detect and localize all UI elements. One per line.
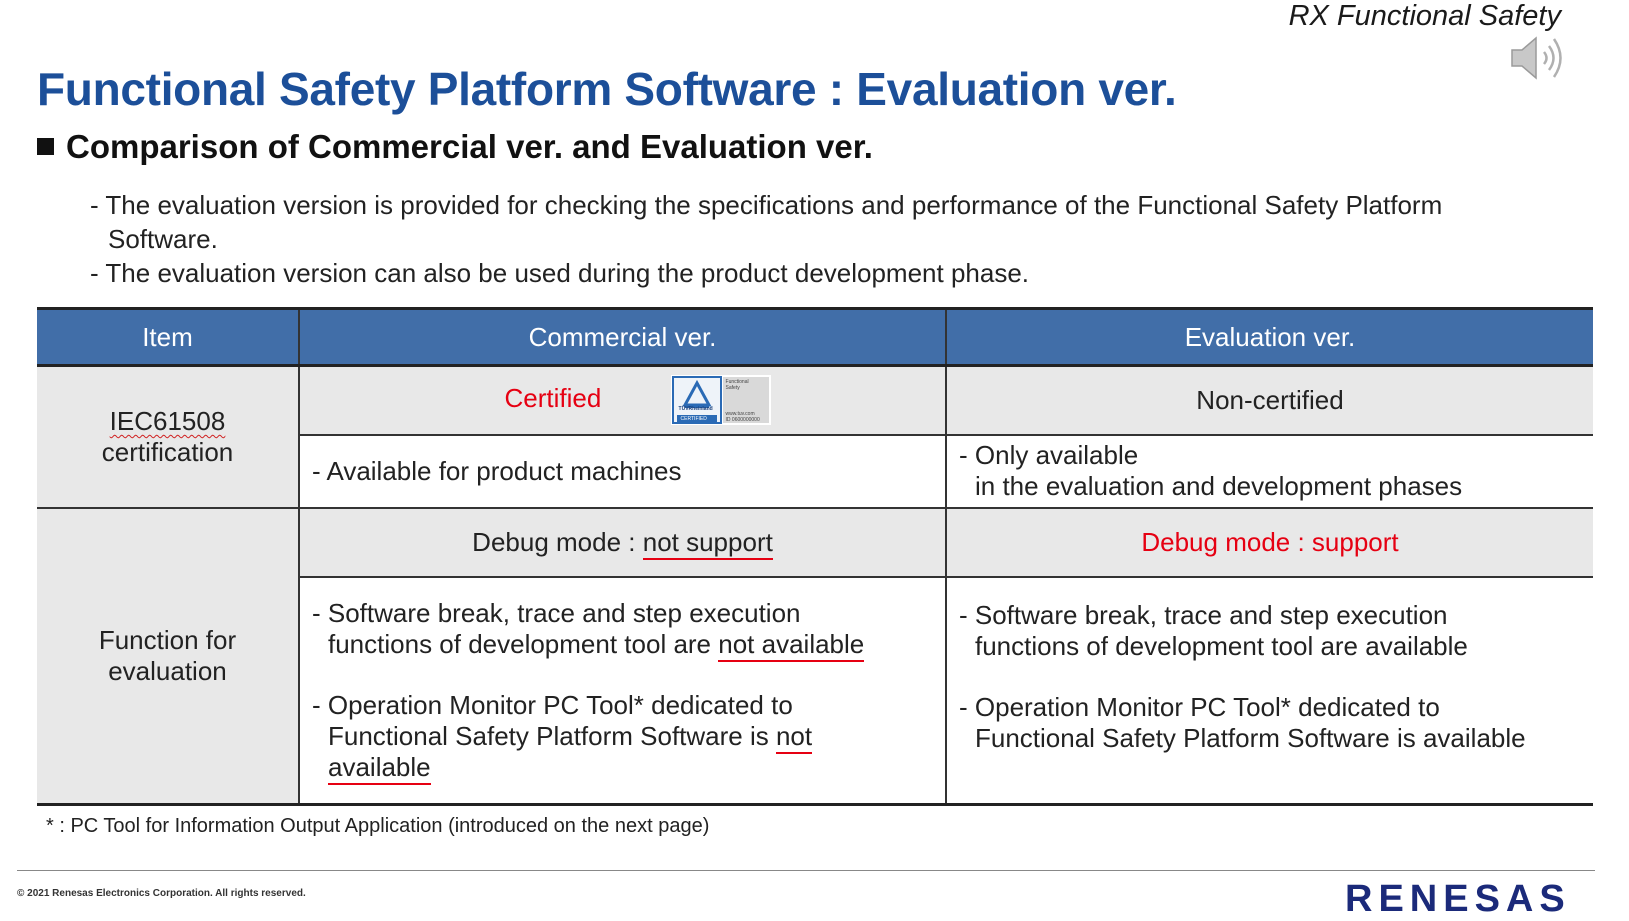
evaluation-debug-cell: Debug mode : support <box>945 506 1593 578</box>
commercial-op-text: - Operation Monitor PC Tool* dedicated t… <box>312 689 793 720</box>
commercial-debug-cell: Debug mode : not support <box>298 506 947 578</box>
badge-line1: Functional <box>725 379 749 386</box>
row-label-function: Function for evaluation <box>37 506 300 806</box>
iec-label-continuation: certification <box>101 436 234 467</box>
evaluation-function-cell: - Software break, trace and step executi… <box>945 575 1593 806</box>
commercial-debug-text: Debug mode : <box>472 526 643 557</box>
commercial-op-last-line: available <box>312 751 933 785</box>
evaluation-op-continuation: Functional Safety Platform Software is a… <box>975 722 1526 753</box>
bullet-text-continuation: Software. <box>108 224 218 254</box>
evaluation-sw-text: - Software break, trace and step executi… <box>959 599 1448 630</box>
brand-label: RX Functional Safety <box>1288 0 1561 32</box>
commercial-op-continuation: Functional Safety Platform Software is n… <box>312 720 933 754</box>
table-header-row: Item Commercial ver. Evaluation ver. <box>37 307 1593 367</box>
badge-url: www.tuv.com <box>725 411 755 418</box>
footnote: * : PC Tool for Information Output Appli… <box>46 815 710 837</box>
copyright-text: © 2021 Renesas Electronics Corporation. … <box>17 888 306 899</box>
column-header-item: Item <box>37 307 300 367</box>
commercial-op-emphasis: not <box>775 720 813 754</box>
function-label: Function for <box>98 624 237 655</box>
badge-brand: TÜVRheinland <box>678 406 713 413</box>
evaluation-op-text: - Operation Monitor PC Tool* dedicated t… <box>959 691 1440 722</box>
column-header-evaluation: Evaluation ver. <box>945 307 1593 367</box>
commercial-sw-text-b: functions of development tool are <box>328 628 719 659</box>
iec-label: IEC61508 <box>109 405 226 436</box>
evaluation-availability-continuation: in the evaluation and development phases <box>975 471 1463 501</box>
bullet-item: - The evaluation version is provided for… <box>90 188 1442 256</box>
badge-id: ID 0600000000 <box>725 417 760 424</box>
badge-line2: Safety <box>725 385 740 392</box>
speaker-icon[interactable] <box>1508 28 1572 88</box>
evaluation-certification-cell: Non-certified <box>945 364 1593 436</box>
table-row: - Available for product machines - Only … <box>37 433 1593 509</box>
column-header-commercial: Commercial ver. <box>298 307 947 367</box>
non-certified-status: Non-certified <box>1196 384 1344 415</box>
commercial-availability-cell: - Available for product machines <box>298 433 947 509</box>
bullet-text: - The evaluation version can also be use… <box>90 258 1030 288</box>
commercial-availability-text: - Available for product machines <box>312 455 682 486</box>
certified-status: Certified <box>504 383 602 414</box>
tuv-certification-badge: TÜVRheinland CERTIFIED Functional Safety… <box>670 375 771 426</box>
function-label-continuation: evaluation <box>108 655 227 686</box>
commercial-certification-cell: Certified TÜVRheinland CERTIFIED Functio… <box>298 364 947 436</box>
evaluation-debug-text: Debug mode : support <box>1141 526 1399 557</box>
bullet-item: - The evaluation version can also be use… <box>90 256 1029 290</box>
table-row: IEC61508 certification Certified TÜVRhei… <box>37 364 1593 509</box>
section-heading-text: Comparison of Commercial ver. and Evalua… <box>66 128 873 165</box>
badge-tag: CERTIFIED <box>680 416 707 423</box>
footer-divider <box>17 870 1595 871</box>
commercial-op-emphasis-2: available <box>328 751 431 785</box>
renesas-logo: RENESAS <box>1345 878 1571 920</box>
commercial-sw-emphasis: not available <box>718 628 865 662</box>
section-heading: Comparison of Commercial ver. and Evalua… <box>37 128 873 166</box>
commercial-debug-emphasis: not support <box>642 526 773 560</box>
evaluation-availability-cell: - Only available in the evaluation and d… <box>945 433 1593 509</box>
table-row: - Software break, trace and step executi… <box>37 575 1593 806</box>
table-row: Function for evaluation Debug mode : not… <box>37 506 1593 806</box>
evaluation-availability-text: - Only available <box>959 440 1139 470</box>
square-bullet-icon <box>37 138 54 155</box>
bullet-text: - The evaluation version is provided for… <box>90 190 1443 220</box>
comparison-table: Item Commercial ver. Evaluation ver. IEC… <box>37 307 1593 806</box>
commercial-function-cell: - Software break, trace and step executi… <box>298 575 947 806</box>
page-title: Functional Safety Platform Software : Ev… <box>37 63 1177 115</box>
row-label-iec: IEC61508 certification <box>37 364 300 509</box>
commercial-sw-text: - Software break, trace and step executi… <box>312 597 801 628</box>
commercial-op-text-b: Functional Safety Platform Software is <box>328 720 776 751</box>
evaluation-sw-continuation: functions of development tool are availa… <box>975 630 1468 661</box>
commercial-sw-continuation: functions of development tool are not av… <box>312 628 933 662</box>
